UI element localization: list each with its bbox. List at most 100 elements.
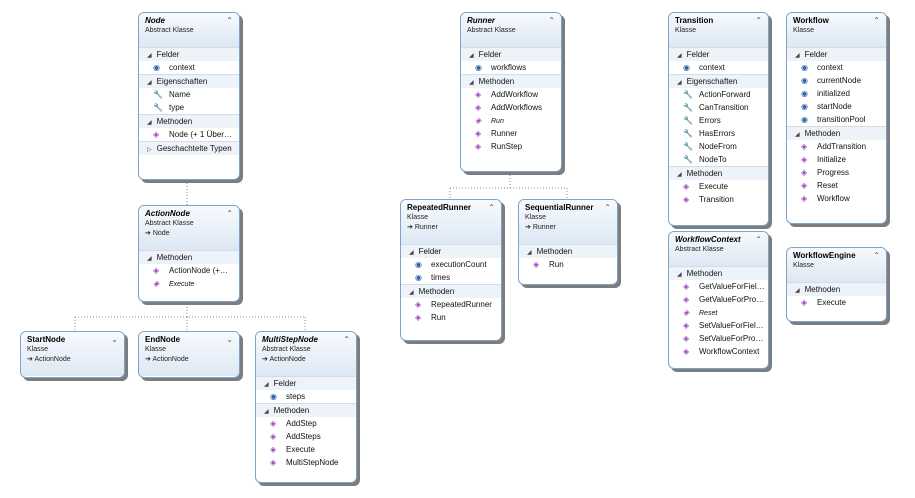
section-methods[interactable]: ◢Methoden [139,250,239,264]
collapse-icon[interactable]: ⌃ [226,209,233,218]
member-method[interactable]: ◈AddWorkflow [461,88,561,101]
class-endnode[interactable]: EndNode Klasse ➔ ActionNode ⌄ [138,331,240,378]
member-method[interactable]: ◈AddWorkflows [461,101,561,114]
member-field[interactable]: ◉context [669,61,768,74]
member-method[interactable]: ◈Progress [787,166,886,179]
member-method[interactable]: ◈SetValueForFiel… [669,319,768,332]
class-header[interactable]: Node Abstract Klasse ⌃ [139,13,239,47]
class-workflowcontext[interactable]: WorkflowContext Abstract Klasse ⌃ ◢Metho… [668,231,769,369]
section-methods[interactable]: ◢Methoden [519,244,617,258]
member-property[interactable]: 🔧Errors [669,114,768,127]
member-property[interactable]: 🔧type [139,101,239,114]
class-multistepnode[interactable]: MultiStepNode Abstract Klasse ➔ ActionNo… [255,331,357,483]
member-method[interactable]: ◈WorkflowContext [669,345,768,358]
collapse-icon[interactable]: ⌃ [604,203,611,212]
member-field[interactable]: ◉initialized [787,87,886,100]
member-property[interactable]: 🔧ActionForward [669,88,768,101]
member-property[interactable]: 🔧CanTransition [669,101,768,114]
collapse-icon[interactable]: ⌃ [226,16,233,25]
section-fields[interactable]: ◢Felder [461,47,561,61]
collapse-icon[interactable]: ⌃ [488,203,495,212]
class-header[interactable]: WorkflowContext Abstract Klasse ⌃ [669,232,768,266]
expand-icon[interactable]: ⌄ [111,335,118,344]
collapse-icon[interactable]: ⌃ [873,251,880,260]
member-field[interactable]: ◉executionCount [401,258,501,271]
member-field[interactable]: ◉context [139,61,239,74]
collapse-icon[interactable]: ⌃ [873,16,880,25]
member-method[interactable]: ◈Runner [461,127,561,140]
class-actionnode[interactable]: ActionNode Abstract Klasse ➔ Node ⌃ ◢Met… [138,205,240,302]
section-methods[interactable]: ◢Methoden [787,282,886,296]
class-sequentialrunner[interactable]: SequentialRunner Klasse ➔ Runner ⌃ ◢Meth… [518,199,618,285]
collapse-icon[interactable]: ⌃ [755,16,762,25]
collapse-icon[interactable]: ⌃ [755,235,762,244]
member-method-abstract[interactable]: ◈Execute [139,277,239,290]
class-repeatedrunner[interactable]: RepeatedRunner Klasse ➔ Runner ⌃ ◢Felder… [400,199,502,341]
member-method[interactable]: ◈SetValueForPro… [669,332,768,345]
section-methods[interactable]: ◢Methoden [139,114,239,128]
class-runner[interactable]: Runner Abstract Klasse ⌃ ◢Felder ◉workfl… [460,12,562,172]
class-node[interactable]: Node Abstract Klasse ⌃ ◢Felder ◉context … [138,12,240,180]
class-header[interactable]: Transition Klasse ⌃ [669,13,768,47]
section-fields[interactable]: ◢Felder [256,376,356,390]
member-method[interactable]: ◈RepeatedRunner [401,298,501,311]
section-properties[interactable]: ◢Eigenschaften [139,74,239,88]
member-method[interactable]: ◈Execute [787,296,886,309]
member-field[interactable]: ◉steps [256,390,356,403]
member-method[interactable]: ◈AddStep [256,417,356,430]
member-method[interactable]: ◈Transition [669,193,768,206]
member-method[interactable]: ◈AddSteps [256,430,356,443]
class-workflowengine[interactable]: WorkflowEngine Klasse ⌃ ◢Methoden ◈Execu… [786,247,887,322]
member-method[interactable]: ◈Node (+ 1 Über… [139,128,239,141]
member-method[interactable]: ◈AddTransition [787,140,886,153]
class-header[interactable]: SequentialRunner Klasse ➔ Runner ⌃ [519,200,617,244]
member-method[interactable]: ◈Initialize [787,153,886,166]
section-methods[interactable]: ◢Methoden [256,403,356,417]
section-fields[interactable]: ◢Felder [669,47,768,61]
member-field[interactable]: ◉startNode [787,100,886,113]
class-header[interactable]: Runner Abstract Klasse ⌃ [461,13,561,47]
expand-icon[interactable]: ⌄ [226,335,233,344]
member-field[interactable]: ◉context [787,61,886,74]
member-method[interactable]: ◈Execute [256,443,356,456]
member-property[interactable]: 🔧HasErrors [669,127,768,140]
member-property[interactable]: 🔧NodeFrom [669,140,768,153]
member-method[interactable]: ◈RunStep [461,140,561,153]
section-fields[interactable]: ◢Felder [139,47,239,61]
section-fields[interactable]: ◢Felder [787,47,886,61]
class-header[interactable]: MultiStepNode Abstract Klasse ➔ ActionNo… [256,332,356,376]
section-nested-types[interactable]: ▷Geschachtelte Typen [139,141,239,155]
section-methods[interactable]: ◢Methoden [401,284,501,298]
class-header[interactable]: StartNode Klasse ➔ ActionNode ⌄ [21,332,124,376]
member-method[interactable]: ◈Execute [669,180,768,193]
member-method[interactable]: ◈GetValueForPro… [669,293,768,306]
section-methods[interactable]: ◢Methoden [669,266,768,280]
class-header[interactable]: RepeatedRunner Klasse ➔ Runner ⌃ [401,200,501,244]
member-field[interactable]: ◉currentNode [787,74,886,87]
section-methods[interactable]: ◢Methoden [669,166,768,180]
class-header[interactable]: WorkflowEngine Klasse ⌃ [787,248,886,282]
member-method-abstract[interactable]: ◈Reset [669,306,768,319]
member-field[interactable]: ◉workflows [461,61,561,74]
class-header[interactable]: Workflow Klasse ⌃ [787,13,886,47]
section-properties[interactable]: ◢Eigenschaften [669,74,768,88]
section-methods[interactable]: ◢Methoden [461,74,561,88]
class-transition[interactable]: Transition Klasse ⌃ ◢Felder ◉context ◢Ei… [668,12,769,226]
member-method[interactable]: ◈GetValueForFiel… [669,280,768,293]
member-method[interactable]: ◈Run [401,311,501,324]
section-methods[interactable]: ◢Methoden [787,126,886,140]
section-fields[interactable]: ◢Felder [401,244,501,258]
class-startnode[interactable]: StartNode Klasse ➔ ActionNode ⌄ [20,331,125,378]
member-field[interactable]: ◉transitionPool [787,113,886,126]
member-method[interactable]: ◈ActionNode (+… [139,264,239,277]
member-method[interactable]: ◈Run [519,258,617,271]
member-method-abstract[interactable]: ◈Run [461,114,561,127]
member-method[interactable]: ◈MultiStepNode [256,456,356,469]
class-header[interactable]: EndNode Klasse ➔ ActionNode ⌄ [139,332,239,376]
member-property[interactable]: 🔧Name [139,88,239,101]
class-header[interactable]: ActionNode Abstract Klasse ➔ Node ⌃ [139,206,239,250]
collapse-icon[interactable]: ⌃ [343,335,350,344]
member-method[interactable]: ◈Reset [787,179,886,192]
member-field[interactable]: ◉times [401,271,501,284]
member-property[interactable]: 🔧NodeTo [669,153,768,166]
